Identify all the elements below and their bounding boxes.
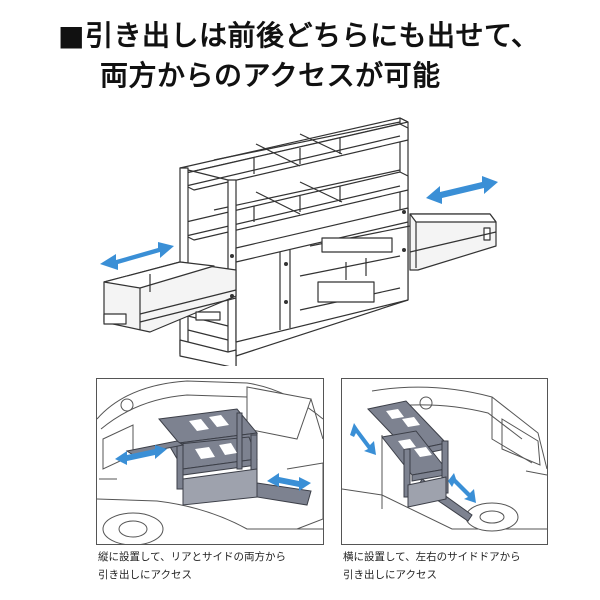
double-arrow-icon-rear	[115, 445, 167, 465]
caption-rear-side-line-1: 縦に設置して、リアとサイドの両方から	[98, 551, 286, 563]
double-arrow-icon-left	[100, 242, 174, 270]
van-side-illustration	[342, 386, 547, 532]
headline-line-2: 両方からのアクセスが可能	[100, 59, 441, 92]
headline-line-1: ■引き出しは前後どちらにも出せて、	[58, 19, 540, 52]
caption-side-doors: 横に設置して、左右のサイドドアから 引き出しにアクセス	[343, 548, 521, 584]
right-drawer	[409, 213, 497, 271]
caption-side-doors-line-2: 引き出しにアクセス	[343, 569, 437, 581]
headline: ■引き出しは前後どちらにも出せて、 両方からのアクセスが可能	[58, 16, 578, 96]
shelf-unit-illustration	[100, 117, 498, 366]
double-arrow-icon-right	[426, 176, 498, 204]
double-arrow-icon-side-right	[448, 473, 476, 503]
double-arrow-icon-side-left	[350, 423, 376, 455]
caption-rear-side: 縦に設置して、リアとサイドの両方から 引き出しにアクセス	[98, 548, 286, 584]
rear-side-access-figure	[96, 378, 324, 545]
double-arrow-icon-side	[267, 473, 311, 491]
side-doors-access-figure	[341, 378, 548, 545]
van-rear-illustration	[97, 380, 323, 544]
left-drawer	[103, 261, 237, 333]
caption-side-doors-line-1: 横に設置して、左右のサイドドアから	[343, 551, 521, 563]
caption-rear-side-line-2: 引き出しにアクセス	[98, 569, 192, 581]
